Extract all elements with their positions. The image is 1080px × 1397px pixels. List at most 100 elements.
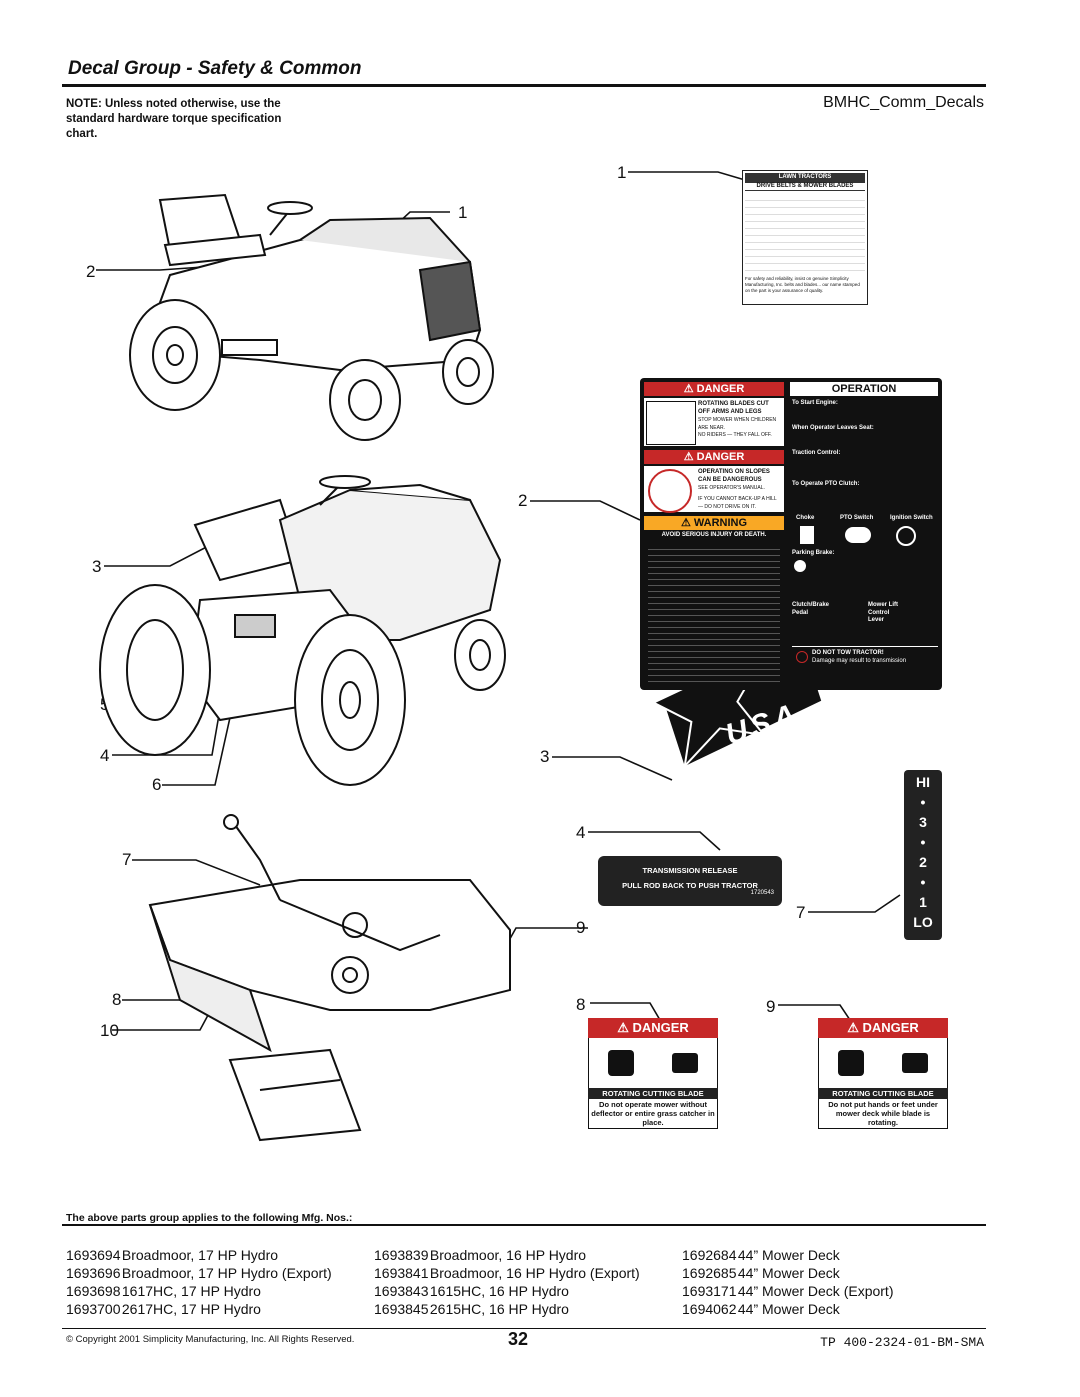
operation-step: To Operate PTO Clutch: [792,481,860,487]
mfg-row: 1693171 44” Mower Deck (Export) [682,1282,893,1300]
torque-note: NOTE: Unless noted otherwise, use the st… [66,98,282,140]
callout-number: 3 [92,557,102,576]
danger-text: Do not operate mower without deflector o… [588,1099,718,1129]
speed-dot: • [920,834,926,850]
danger-deflector-decal: ⚠ DANGER ROTATING CUTTING BLADE Do not o… [588,1018,718,1129]
mfg-description: 2617HC, 17 HP Hydro [121,1301,261,1317]
leader-line [530,500,641,521]
leader-line [590,1002,661,1021]
operation-decal: ⚠ DANGER ROTATING BLADES CUT OFF ARMS AN… [640,378,942,690]
mfg-description: 1617HC, 17 HP Hydro [121,1283,261,1299]
footer-divider [62,1328,986,1329]
mfg-number: 1692685 [682,1265,737,1281]
mfg-row: 1693843 1615HC, 16 HP Hydro [374,1282,640,1300]
page-number: 32 [508,1329,529,1349]
danger-label: DANGER [862,1020,919,1035]
mfg-number: 1693698 [66,1283,121,1299]
danger-hands-feet-decal: ⚠ DANGER ROTATING CUTTING BLADE Do not p… [818,1018,948,1129]
belts-decal-subtitle: DRIVE BELTS & MOWER BLADES [745,183,865,191]
leader-line [497,927,588,961]
danger-subtext: IF YOU CANNOT BACK-UP A HILL — DO NOT DR… [698,496,777,510]
danger-header: ⚠ DANGER [644,382,784,396]
mfg-column: 1692684 44” Mower Deck 1692685 44” Mower… [682,1246,893,1318]
danger-title: ROTATING CUTTING BLADE [818,1088,948,1099]
hand-icon [608,1050,634,1076]
mower-lift-label: Mower Lift Control Lever [868,602,898,623]
callout-number: 1 [617,163,627,182]
mfg-number: 1693700 [66,1301,121,1317]
belts-decal-footer: For safety and reliability, insist on ge… [745,276,860,293]
page-title: Decal Group - Safety & Common [68,58,362,79]
belts-parts-table [745,194,865,274]
callout-number: 7 [122,850,132,869]
mfg-description: 1615HC, 16 HP Hydro [429,1283,569,1299]
leader-line [808,894,901,913]
danger-header: ⚠ DANGER [644,450,784,464]
divider [792,646,938,647]
operation-step: To Start Engine: [792,400,838,406]
leader-line [588,831,721,851]
document-number: TP 400-2324-01-BM-SMA [820,1335,984,1350]
mfg-description: 2615HC, 16 HP Hydro [429,1301,569,1317]
danger-label: DANGER [632,1020,689,1035]
callout-number: 10 [100,1021,119,1040]
group-reference: BMHC_Comm_Decals [823,94,984,111]
danger-label: DANGER [696,451,745,463]
mfg-description: 44” Mower Deck [737,1247,840,1263]
mfg-row: 1694062 44” Mower Deck [682,1300,893,1318]
mfg-number: 1693839 [374,1247,429,1263]
speed-dot: • [920,874,926,890]
warning-label: WARNING [693,517,748,529]
callout-number: 1 [458,203,468,222]
mfg-column: 1693694 Broadmoor, 17 HP Hydro 1693696 B… [66,1246,332,1318]
mfg-row: 1693696 Broadmoor, 17 HP Hydro (Export) [66,1264,332,1282]
danger-panel: ROTATING BLADES CUT OFF ARMS AND LEGS ST… [644,398,784,446]
mfg-number: 1693171 [682,1283,737,1299]
leader-line [552,756,673,781]
operation-step: When Operator Leaves Seat: [792,425,874,431]
transmission-part-number: 1720543 [750,890,774,896]
speed-dot: • [920,794,926,810]
mfg-row: 1693839 Broadmoor, 16 HP Hydro [374,1246,640,1264]
mfg-row: 1693845 2615HC, 16 HP Hydro [374,1300,640,1318]
foot-icon [672,1053,698,1073]
pto-switch-label: PTO Switch [840,515,874,521]
warning-instructions [648,544,780,682]
danger-subtext: STOP MOWER WHEN CHILDREN ARE NEAR. [698,417,777,431]
belts-blades-decal: LAWN TRACTORS DRIVE BELTS & MOWER BLADES… [742,170,868,305]
speed-label: 3 [919,814,927,830]
applies-divider [62,1224,986,1226]
mfg-number: 1693845 [374,1301,429,1317]
danger-panel: OPERATING ON SLOPES CAN BE DANGEROUS SEE… [644,466,784,513]
leader-line [132,859,261,886]
no-tow-icon [796,651,808,663]
blade-hazard-icon [646,401,696,445]
copyright-text: © Copyright 2001 Simplicity Manufacturin… [66,1334,355,1345]
leader-line [104,539,221,567]
mfg-description: Broadmoor, 17 HP Hydro [121,1247,279,1263]
danger-subtext: NO RIDERS — THEY FALL OFF. [698,432,772,438]
danger-header: ⚠ DANGER [588,1018,718,1038]
tractor-front-illustration [129,193,494,441]
speed-label: 2 [919,854,927,870]
mfg-row: 1692684 44” Mower Deck [682,1246,893,1264]
mfg-row: 1692685 44” Mower Deck [682,1264,893,1282]
parking-brake-icon [794,560,806,572]
mfg-number: 1693841 [374,1265,429,1281]
no-tow-subtext: Damage may result to transmission [812,658,907,664]
mfg-description: 44” Mower Deck (Export) [737,1283,894,1299]
mfg-number: 1694062 [682,1301,737,1317]
mfg-number: 1693694 [66,1247,121,1263]
mfg-column: 1693839 Broadmoor, 16 HP Hydro 1693841 B… [374,1246,640,1318]
callout-number: 7 [796,903,806,922]
mfg-description: Broadmoor, 16 HP Hydro (Export) [429,1265,640,1281]
leader-line [628,171,746,181]
operation-header: OPERATION [790,382,938,396]
danger-title: ROTATING CUTTING BLADE [588,1088,718,1099]
danger-text: ROTATING BLADES CUT OFF ARMS AND LEGS [698,401,769,415]
mfg-description: 44” Mower Deck [737,1301,840,1317]
mfg-description: Broadmoor, 16 HP Hydro [429,1247,587,1263]
mfg-number: 1692684 [682,1247,737,1263]
mfg-description: Broadmoor, 17 HP Hydro (Export) [121,1265,332,1281]
